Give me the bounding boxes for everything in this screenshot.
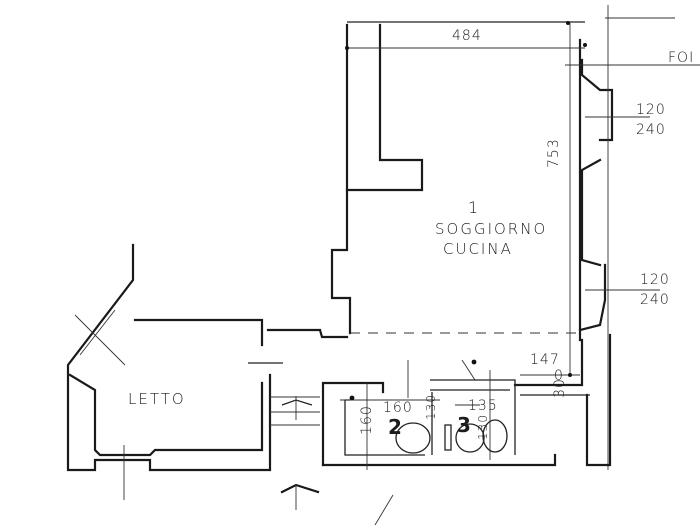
dimension-top-width: 484	[452, 28, 482, 44]
dimension-bath-corridor: 147	[530, 352, 560, 368]
room-1-number: 1	[468, 198, 480, 217]
living-room-walls	[330, 21, 614, 342]
bedroom-walls	[66, 243, 349, 500]
window-2-top-dimension: 120	[640, 272, 670, 288]
dimension-bath2-width: 160	[383, 400, 413, 416]
window-1-bottom-dimension: 240	[636, 122, 666, 138]
bathrooms	[321, 359, 557, 470]
dimension-bath3-width: 135	[468, 398, 498, 414]
dimension-right-height: 753	[546, 138, 562, 168]
dimension-lines	[345, 5, 700, 470]
right-exterior-wall	[513, 333, 612, 467]
room-letto-name: LETTO	[128, 390, 186, 408]
dimension-bath2-small: 130	[423, 394, 438, 420]
room-2-number: 2	[388, 415, 403, 439]
window-2-bottom-dimension: 240	[640, 292, 670, 308]
annotation-top-right: FOI	[668, 50, 695, 66]
room-3-number: 3	[457, 413, 472, 437]
window-1-top-dimension: 120	[636, 102, 666, 118]
dimension-bath2-height: 160	[358, 405, 375, 435]
dimension-bath-small-b: 30	[551, 378, 568, 398]
dimension-bath3-small: 130	[475, 414, 490, 440]
dimension-bath-small-a: 0	[554, 368, 564, 384]
entrance-corridor	[270, 396, 394, 525]
room-1-name-line1: SOGGIORNO	[435, 220, 548, 238]
room-1-name-line2: CUCINA	[443, 240, 513, 258]
